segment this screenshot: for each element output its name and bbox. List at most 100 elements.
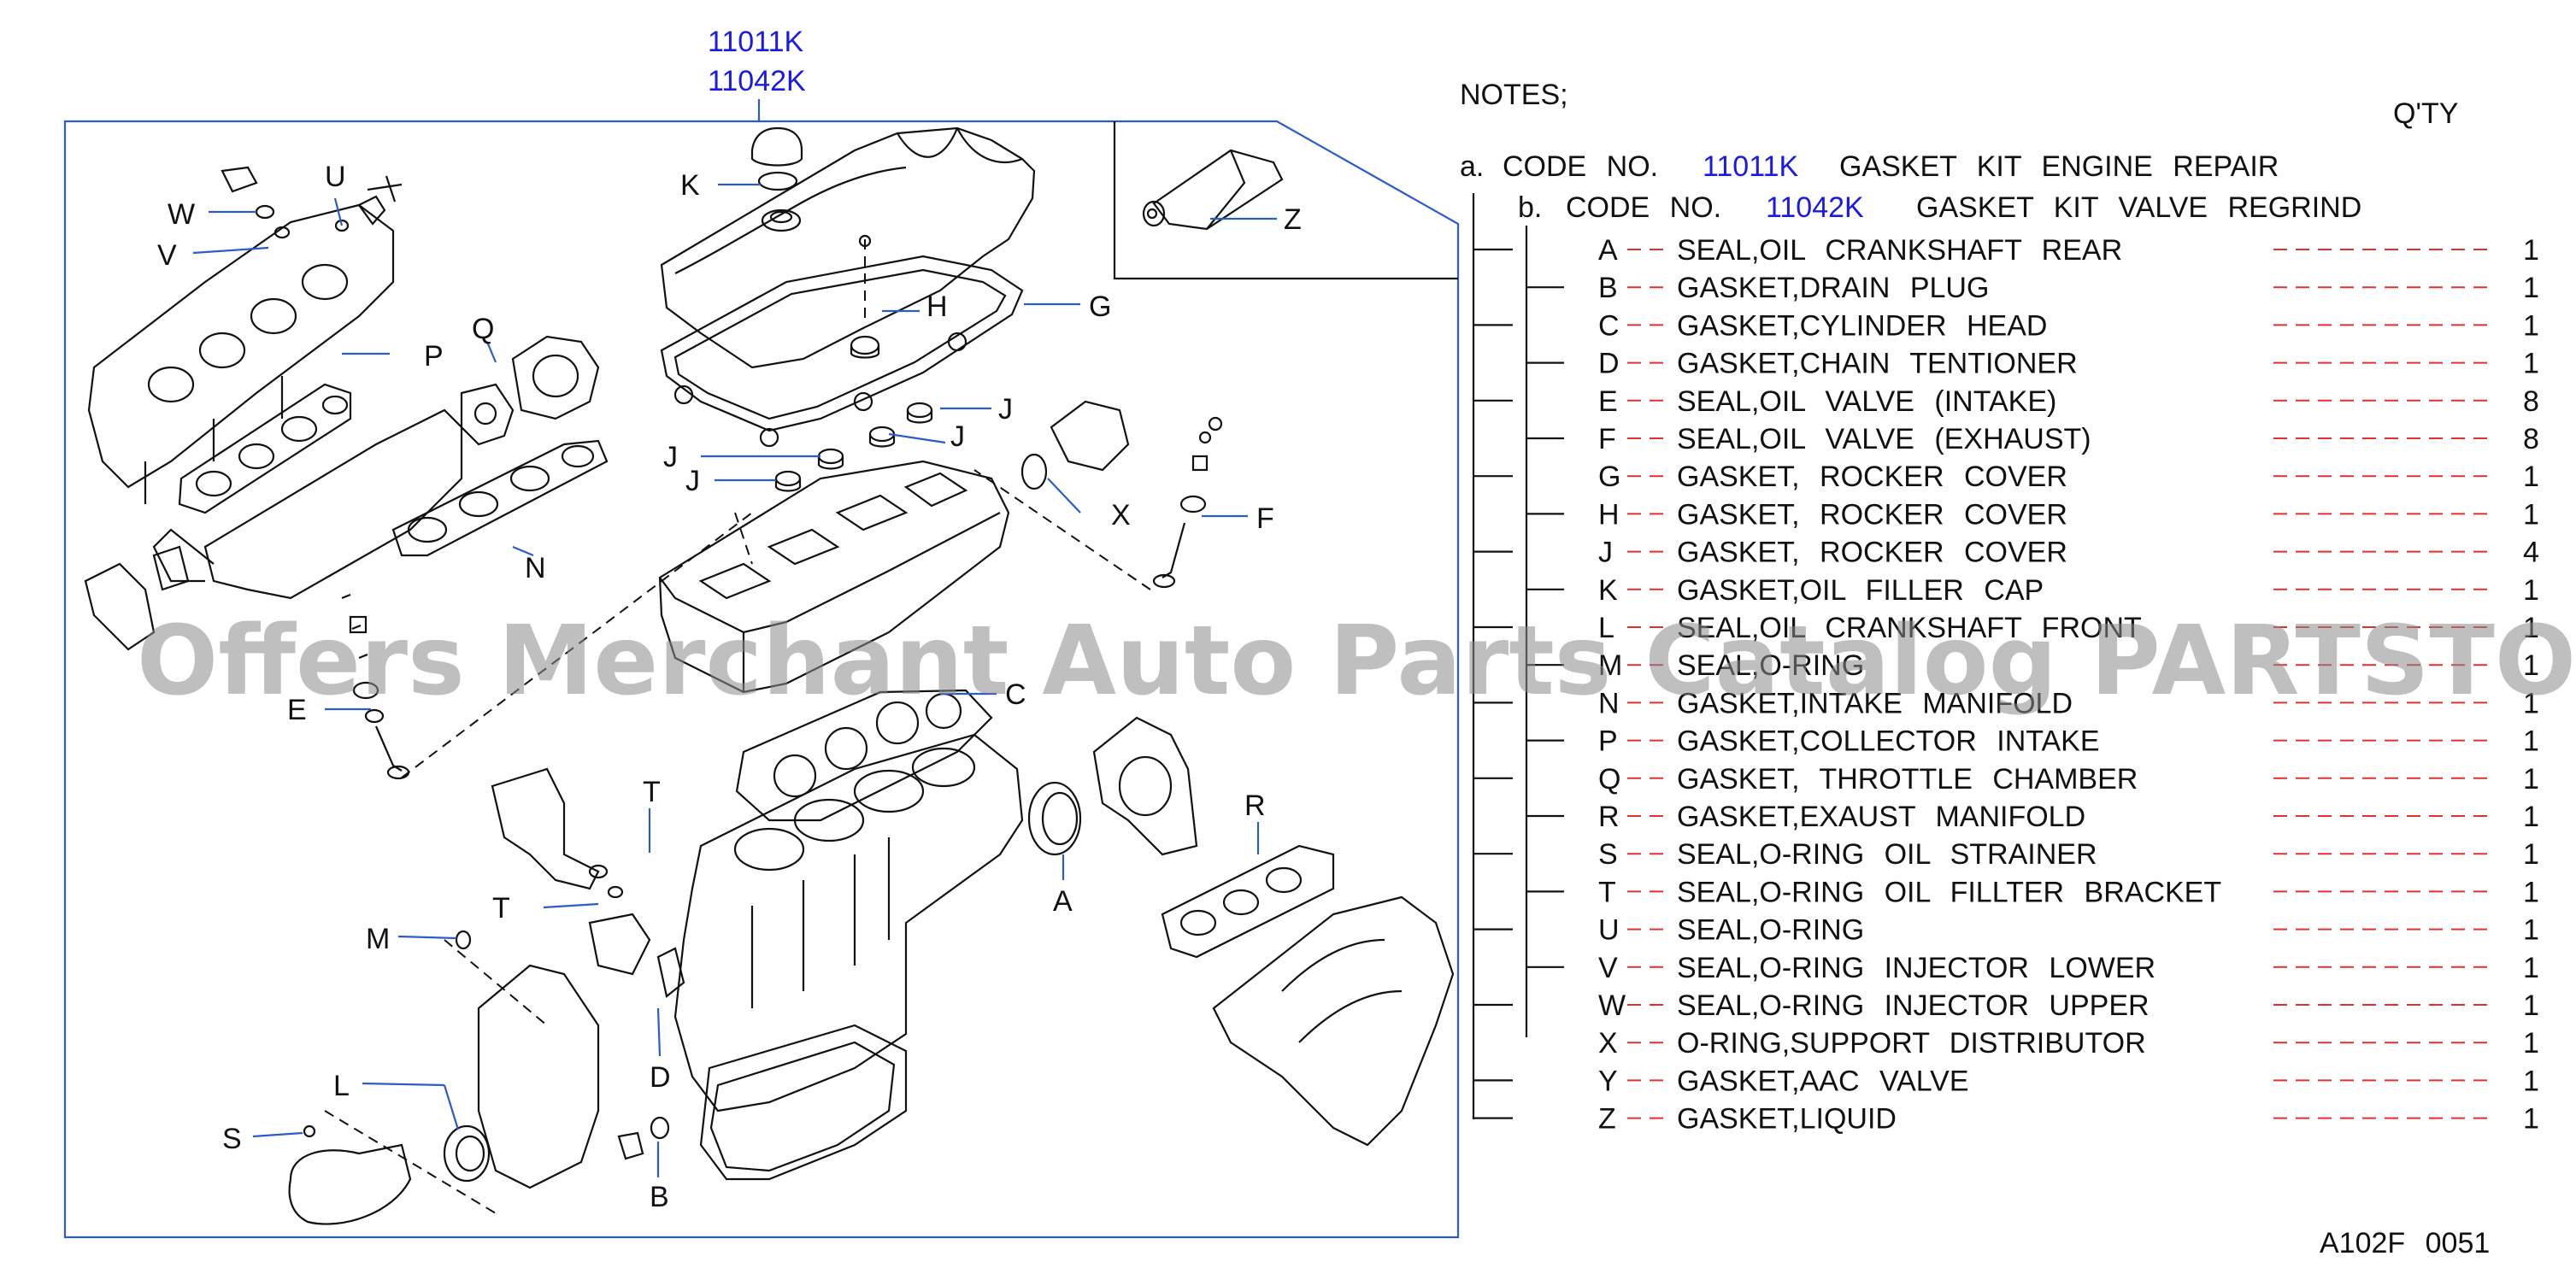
part-letter: Q bbox=[1598, 763, 1620, 795]
exploded-engine-diagram: 11011K 11042K bbox=[63, 26, 1460, 1239]
label-e[interactable]: E bbox=[287, 694, 307, 726]
label-g[interactable]: G bbox=[1089, 291, 1111, 323]
part-name: SEAL,O-RING bbox=[1677, 914, 1864, 947]
oil-strainer-icon bbox=[288, 1124, 412, 1225]
part-row[interactable]: A SEAL,OIL CRANKSHAFT REAR 1 bbox=[1598, 234, 2539, 267]
note-a: a. CODE NO. 11011K GASKET KIT ENGINE REP… bbox=[1460, 150, 2279, 183]
figure-code: A102F 0051 bbox=[2320, 1227, 2490, 1259]
diagram-frame bbox=[63, 120, 1460, 1239]
label-s[interactable]: S bbox=[222, 1123, 242, 1155]
part-qty: 1 bbox=[2523, 234, 2539, 267]
label-f[interactable]: F bbox=[1256, 502, 1274, 535]
part-qty: 1 bbox=[2523, 876, 2539, 908]
part-qty: 1 bbox=[2523, 348, 2539, 380]
part-qty: 1 bbox=[2523, 574, 2539, 607]
part-qty: 1 bbox=[2523, 612, 2539, 644]
note-b-code[interactable]: 11042K bbox=[1766, 191, 1864, 224]
part-qty: 1 bbox=[2523, 1103, 2539, 1136]
part-qty: 1 bbox=[2523, 763, 2539, 795]
oil-filler-cap-icon bbox=[750, 126, 803, 191]
bracket-ticks bbox=[1473, 248, 1564, 1119]
part-qty: 1 bbox=[2523, 1027, 2539, 1060]
label-a[interactable]: A bbox=[1053, 885, 1073, 918]
part-name: SEAL,O-RING bbox=[1677, 649, 1864, 682]
part-name: GASKET,DRAIN PLUG bbox=[1677, 272, 1989, 304]
part-name: GASKET, ROCKER COVER bbox=[1677, 537, 2067, 569]
watermark: Offers Merchant Auto Parts Catalog PARTS… bbox=[137, 606, 2576, 717]
label-v[interactable]: V bbox=[157, 239, 177, 272]
label-n[interactable]: N bbox=[525, 552, 546, 584]
label-t-1[interactable]: T bbox=[643, 776, 661, 808]
part-qty: 1 bbox=[2523, 649, 2539, 682]
label-d[interactable]: D bbox=[650, 1061, 671, 1094]
crankshaft-rear-seal-icon bbox=[1027, 781, 1082, 856]
intake-manifold-gasket-icon bbox=[391, 439, 609, 557]
part-qty: 1 bbox=[2523, 309, 2539, 342]
svg-text:CODE NO.: CODE NO. bbox=[1566, 191, 1721, 224]
part-name: SEAL,O-RING INJECTOR LOWER bbox=[1677, 952, 2155, 984]
label-j-3[interactable]: J bbox=[663, 441, 678, 473]
svg-text:b.: b. bbox=[1518, 191, 1542, 224]
part-name: GASKET, ROCKER COVER bbox=[1677, 461, 2067, 493]
part-qty: 8 bbox=[2523, 385, 2539, 418]
part-name: GASKET,OIL FILLER CAP bbox=[1677, 574, 2044, 607]
part-name: GASKET,AAC VALVE bbox=[1677, 1065, 1969, 1097]
note-a-code[interactable]: 11011K bbox=[1703, 150, 1798, 183]
part-letter: F bbox=[1598, 423, 1616, 455]
note-b: b. CODE NO. 11042K GASKET KIT VALVE REGR… bbox=[1518, 191, 2361, 224]
label-r[interactable]: R bbox=[1244, 790, 1266, 822]
leader-lines bbox=[192, 183, 1260, 1177]
label-c[interactable]: C bbox=[1005, 678, 1026, 711]
label-k[interactable]: K bbox=[680, 169, 700, 202]
part-qty: 1 bbox=[2523, 687, 2539, 719]
chain-tensioner-icon bbox=[588, 913, 651, 976]
part-letter: Z bbox=[1598, 1103, 1616, 1136]
label-p[interactable]: P bbox=[424, 340, 444, 373]
label-j-1[interactable]: J bbox=[998, 393, 1013, 426]
front-cover-icon bbox=[443, 964, 600, 1189]
label-u[interactable]: U bbox=[325, 161, 346, 193]
label-l[interactable]: L bbox=[333, 1070, 350, 1102]
kit-code-regrind[interactable]: 11042K bbox=[708, 65, 806, 97]
label-t-2[interactable]: T bbox=[492, 892, 510, 925]
label-q[interactable]: Q bbox=[472, 313, 494, 345]
part-letter: X bbox=[1598, 1027, 1618, 1060]
throttle-chamber-icon bbox=[460, 335, 600, 446]
label-m[interactable]: M bbox=[366, 923, 390, 955]
label-x[interactable]: X bbox=[1111, 499, 1131, 531]
part-letter: A bbox=[1598, 234, 1618, 267]
label-w[interactable]: W bbox=[168, 198, 195, 231]
label-z[interactable]: Z bbox=[1284, 203, 1302, 236]
label-b[interactable]: B bbox=[650, 1181, 669, 1213]
kit-code-repair[interactable]: 11011K bbox=[708, 26, 803, 58]
part-name: SEAL,OIL CRANKSHAFT REAR bbox=[1677, 234, 2122, 267]
label-h[interactable]: H bbox=[926, 291, 948, 323]
label-j-2[interactable]: J bbox=[950, 420, 965, 453]
label-j-4[interactable]: J bbox=[685, 465, 700, 497]
part-letter: H bbox=[1598, 498, 1620, 531]
